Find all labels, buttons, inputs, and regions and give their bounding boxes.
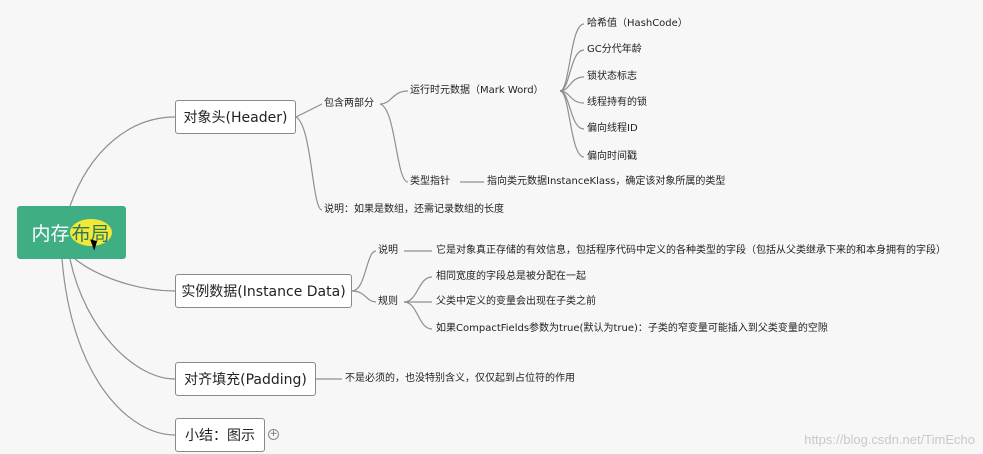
root-label: 内存 — [31, 223, 70, 245]
root-label-highlight: 布局 — [69, 219, 112, 246]
mark-item[interactable]: 偏向线程ID — [587, 123, 638, 134]
instance-rules-label[interactable]: 规则 — [378, 296, 398, 307]
node-instance-data[interactable]: 实例数据(Instance Data) — [175, 274, 352, 308]
expand-plus-icon[interactable]: + — [268, 429, 279, 440]
mark-item[interactable]: 线程持有的锁 — [587, 97, 647, 108]
instance-rule[interactable]: 父类中定义的变量会出现在子类之前 — [436, 296, 596, 307]
header-contains[interactable]: 包含两部分 — [324, 98, 374, 109]
instance-desc-text[interactable]: 它是对象真正存储的有效信息，包括程序代码中定义的各种类型的字段（包括从父类继承下… — [436, 245, 946, 256]
watermark: https://blog.csdn.net/TimEcho — [804, 432, 975, 447]
node-padding[interactable]: 对齐填充(Padding) — [175, 362, 316, 396]
instance-rule[interactable]: 相同宽度的字段总是被分配在一起 — [436, 271, 586, 282]
padding-desc[interactable]: 不是必须的，也没特别含义，仅仅起到占位符的作用 — [345, 373, 575, 384]
mark-item[interactable]: 偏向时间戳 — [587, 151, 637, 162]
mark-item[interactable]: 锁状态标志 — [587, 71, 637, 82]
instance-rule[interactable]: 如果CompactFields参数为true(默认为true)：子类的窄变量可能… — [436, 323, 828, 334]
root-node-memory-layout[interactable]: 内存布局 — [17, 206, 126, 259]
instance-desc-label[interactable]: 说明 — [378, 245, 398, 256]
header-note[interactable]: 说明：如果是数组，还需记录数组的长度 — [324, 204, 504, 215]
node-summary[interactable]: 小结：图示 — [175, 418, 265, 452]
type-pointer-desc[interactable]: 指向类元数据InstanceKlass，确定该对象所属的类型 — [487, 176, 726, 187]
mark-item[interactable]: GC分代年龄 — [587, 44, 642, 55]
mark-word-label[interactable]: 运行时元数据（Mark Word） — [410, 85, 544, 96]
node-header[interactable]: 对象头(Header) — [175, 100, 296, 134]
type-pointer-label[interactable]: 类型指针 — [410, 176, 450, 187]
mark-item[interactable]: 哈希值（HashCode） — [587, 18, 688, 29]
